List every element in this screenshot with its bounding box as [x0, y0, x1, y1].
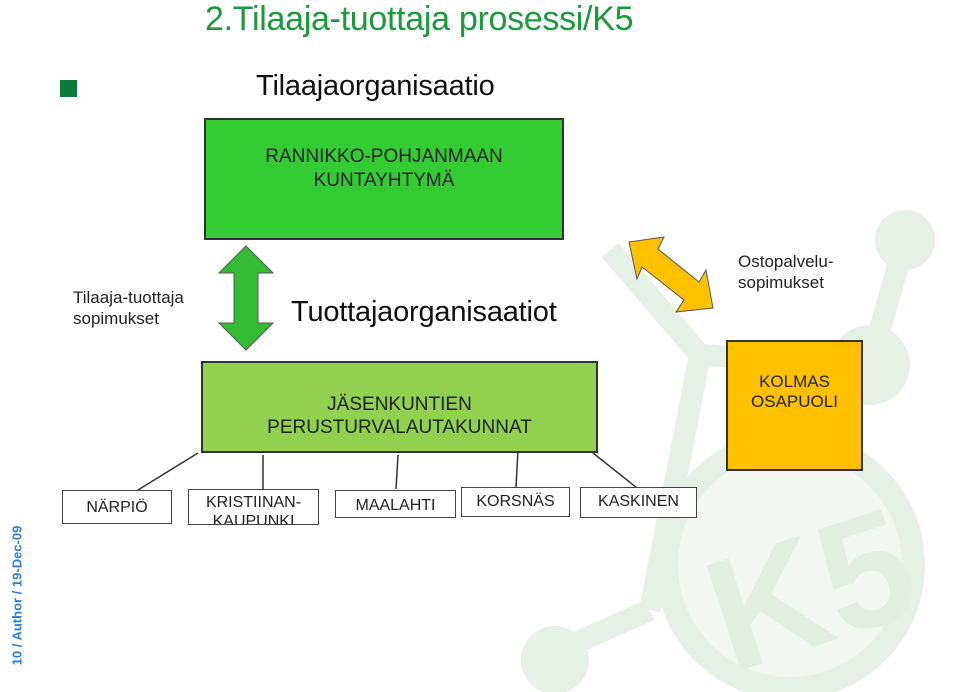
third-party-box: KOLMAS OSAPUOLI: [726, 340, 863, 471]
client-organization-box: RANNIKKO-POHJANMAAN KUNTAYHTYMÄ: [204, 118, 564, 240]
purchase-service-agreements-label: Ostopalvelu- sopimukset: [738, 251, 833, 293]
municipality-kaskinen: KASKINEN: [580, 487, 697, 518]
left-label-line2: sopimukset: [73, 309, 159, 328]
client-producer-agreements-label: Tilaaja-tuottaja sopimukset: [73, 287, 184, 329]
subtitle: Tilaajaorganisaatio: [256, 70, 495, 102]
right-label-line1: Ostopalvelu-: [738, 252, 834, 271]
slide-footer: 10 / Author / 19-Dec-09: [9, 525, 25, 666]
double-arrow-vertical-icon: [217, 245, 275, 351]
square-bullet-icon: [60, 80, 77, 97]
client-org-line1: RANNIKKO-POHJANMAAN: [265, 146, 503, 167]
municipality-korsnas: KORSNÄS: [461, 487, 570, 517]
municipality-maalahti: MAALAHTI: [335, 490, 456, 518]
municipality-label: MAALAHTI: [355, 497, 436, 514]
municipality-narpio: NÄRPIÖ: [62, 490, 172, 524]
municipality-label: KORSNÄS: [476, 493, 555, 510]
municipality-label: NÄRPIÖ: [86, 499, 148, 516]
double-arrow-diagonal-icon: [628, 236, 714, 313]
third-party-line2: OSAPUOLI: [751, 392, 838, 411]
right-label-line2: sopimukset: [738, 273, 824, 292]
left-label-line1: Tilaaja-tuottaja: [73, 288, 184, 307]
middle-box-line2: PERUSTURVALAUTAKUNNAT: [267, 417, 532, 438]
municipality-label: KASKINEN: [598, 493, 679, 510]
page-title: 2.Tilaaja-tuottaja prosessi/K5: [205, 0, 634, 38]
municipality-kristiinankaupunki: KRISTIINAN- KAUPUNKI: [188, 489, 319, 525]
middle-box-line1: JÄSENKUNTIEN: [327, 394, 472, 415]
municipality-label: KRISTIINAN-: [205, 494, 302, 511]
producer-organizations-heading: Tuottajaorganisaatiot: [291, 296, 557, 328]
third-party-line1: KOLMAS: [759, 372, 830, 391]
municipality-label-line2: KAUPUNKI: [212, 513, 295, 525]
client-org-line2: KUNTAYHTYMÄ: [313, 170, 455, 191]
member-municipalities-boards-box: JÄSENKUNTIEN PERUSTURVALAUTAKUNNAT: [201, 361, 598, 453]
